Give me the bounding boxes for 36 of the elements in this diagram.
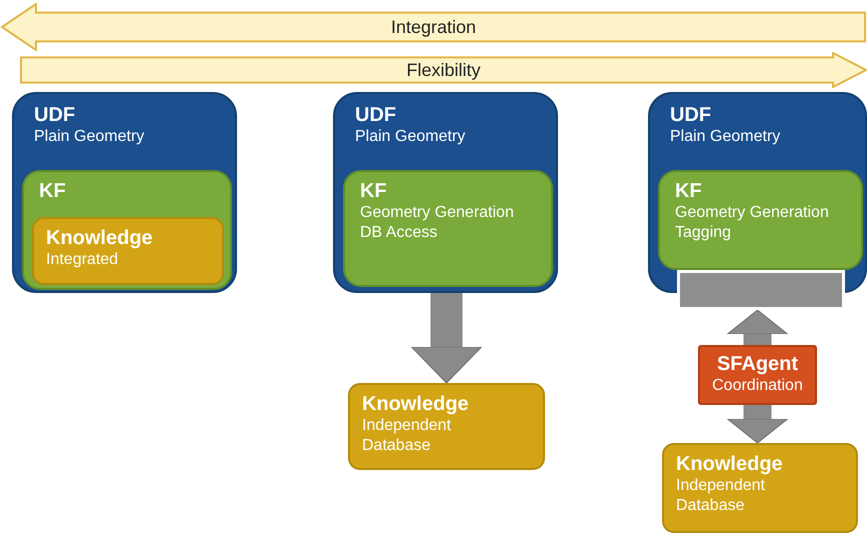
udf-panel — [333, 92, 558, 293]
udf-panel — [648, 92, 867, 293]
node-subtitle: Plain Geometry — [670, 127, 782, 147]
knowledge-box — [32, 217, 224, 285]
node-title: Knowledge — [362, 393, 470, 416]
node-title: KF — [39, 180, 67, 203]
node-title: UDF — [355, 104, 398, 127]
knowledge-box — [348, 383, 545, 470]
block-arrow — [727, 310, 788, 345]
node-subtitle: Independent Database — [362, 416, 452, 456]
kf-panel — [658, 170, 863, 270]
node-subtitle: Geometry Generation DB Access — [360, 203, 515, 243]
node-title: KF — [360, 180, 388, 203]
band-arrow — [20, 52, 867, 88]
node-subtitle: Independent Database — [676, 476, 766, 516]
node-title: UDF — [670, 104, 712, 127]
node-title: SFAgent — [716, 353, 800, 376]
knowledge-box — [662, 443, 858, 533]
agent-box — [698, 345, 817, 405]
node-subtitle: Plain Geometry — [355, 127, 466, 147]
band-label: Flexibility — [406, 60, 480, 80]
node-title: Knowledge — [676, 453, 784, 476]
node-subtitle: Plain Geometry — [34, 127, 146, 147]
band-arrow — [0, 3, 867, 51]
block-arrow — [727, 405, 788, 444]
node-subtitle: Integrated — [46, 250, 120, 270]
kf-panel — [343, 170, 553, 287]
node-subtitle: Geometry Generation Tagging — [675, 203, 830, 243]
node-title: Knowledge — [46, 227, 154, 250]
node-title: KF — [675, 180, 703, 203]
udf-panel — [12, 92, 237, 293]
node-title: UDF — [34, 104, 76, 127]
band-label: Integration — [390, 16, 476, 38]
kf-panel — [22, 170, 232, 290]
node-subtitle: Coordination — [711, 376, 804, 396]
box — [677, 270, 845, 310]
